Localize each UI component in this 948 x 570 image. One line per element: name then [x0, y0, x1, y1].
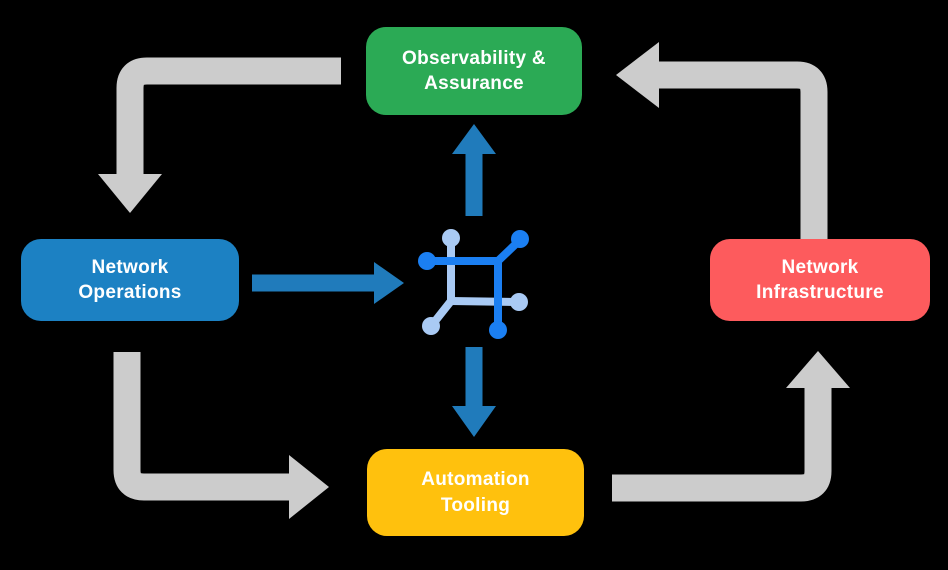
node-label-line: Operations — [78, 282, 182, 303]
node-label-line: Assurance — [424, 73, 524, 94]
node-label-line: Observability & — [402, 47, 546, 69]
arrowhead-right-icon — [374, 262, 404, 304]
cycle-arrow-infrastructure-to-observability — [616, 42, 828, 240]
node-automation-tooling: Automation Tooling — [367, 449, 584, 536]
arrowhead-up-icon — [452, 124, 496, 154]
arrowhead-down-icon — [452, 406, 496, 437]
hub-arrow-center-to-observability — [452, 124, 496, 216]
arrowhead-down-icon — [98, 174, 162, 213]
node-observability-assurance: Observability & Assurance — [366, 27, 582, 115]
node-network-infrastructure: Network Infrastructure — [710, 239, 930, 321]
node-label-line: Automation — [421, 469, 530, 491]
arrowhead-left-icon — [616, 42, 659, 108]
network-mesh-icon — [418, 229, 529, 339]
hub-arrow-center-to-automation — [452, 347, 496, 437]
cycle-arrow-automation-to-infrastructure — [612, 351, 850, 502]
arrowhead-up-icon — [786, 351, 850, 388]
node-label-line: Network — [781, 256, 859, 278]
cycle-arrow-observability-to-operations — [98, 57, 341, 213]
node-label-line: Infrastructure — [756, 282, 884, 303]
node-network-operations: Network Operations — [21, 239, 239, 321]
node-label-line: Tooling — [440, 494, 511, 516]
hub-arrow-operations-to-center — [252, 262, 404, 304]
node-label-line: Network — [91, 256, 169, 278]
cycle-arrow-operations-to-automation — [113, 352, 329, 519]
arrowhead-right-icon — [289, 455, 329, 519]
